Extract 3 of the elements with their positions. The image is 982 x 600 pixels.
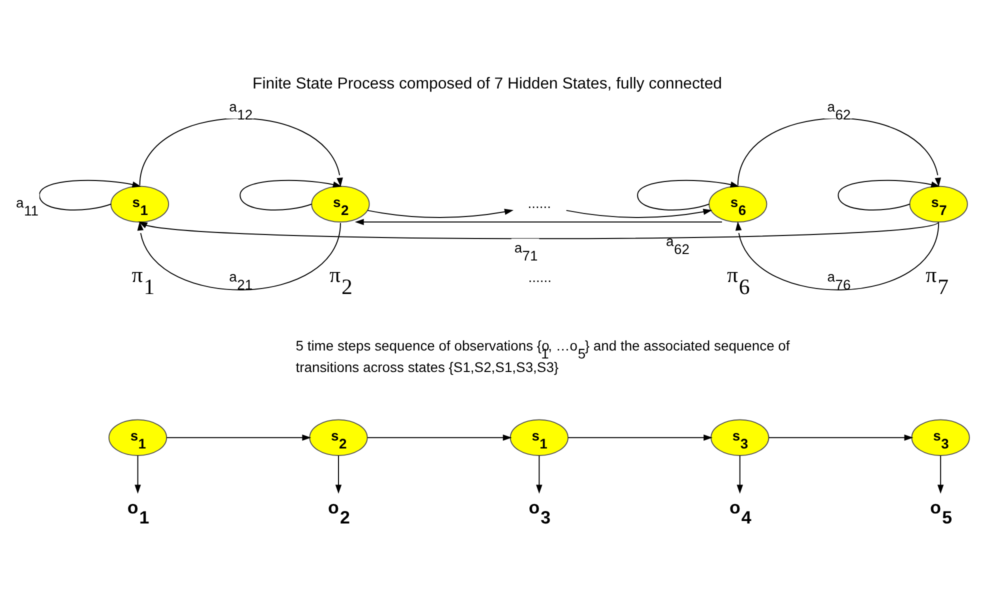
diagram-title: Finite State Process composed of 7 Hidden States, fully connected (252, 76, 722, 93)
node-text: ...... (528, 194, 551, 211)
label: ...... (528, 268, 552, 285)
